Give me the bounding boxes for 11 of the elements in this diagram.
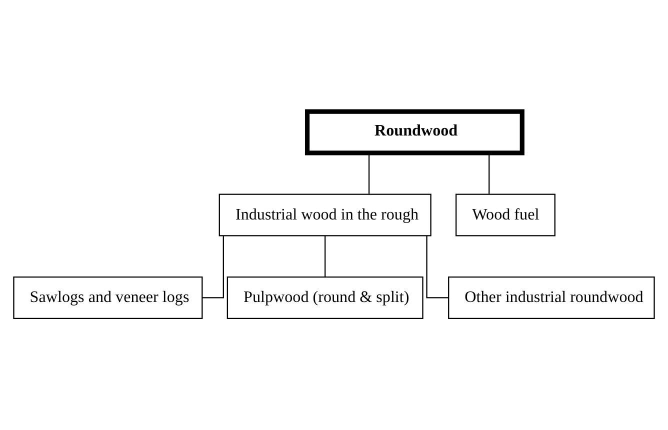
- connector: [488, 153, 490, 194]
- connector: [324, 236, 326, 277]
- connector: [426, 236, 448, 298]
- node-box: Pulpwood (round & split): [226, 276, 424, 319]
- node-box: Wood fuel: [456, 194, 556, 236]
- connector: [202, 236, 224, 298]
- node-box: Sawlogs and veneer logs: [13, 276, 203, 319]
- connector: [368, 153, 370, 194]
- node-box: Other industrial roundwood: [448, 276, 655, 319]
- node-box: Roundwood: [304, 109, 524, 156]
- node-box: Industrial wood in the rough: [218, 194, 432, 236]
